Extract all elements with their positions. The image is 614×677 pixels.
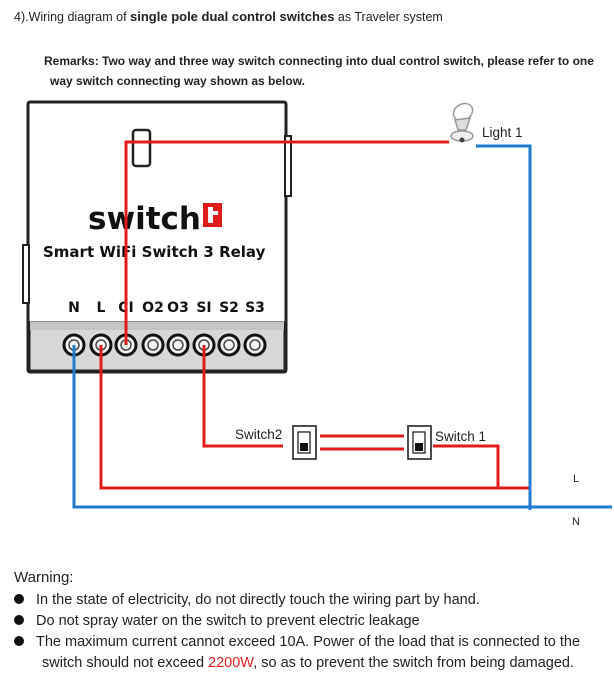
warning-item-1: In the state of electricity, do not dire… [14,590,604,611]
remarks: Remarks: Two way and three way switch co… [44,51,604,91]
wire-light-to-co [124,140,449,345]
bullet-icon [14,636,24,646]
terminal-screw-o2 [141,333,165,357]
live-wires [99,140,530,490]
warning-title: Warning: [14,569,74,586]
terminal-label-o3: O3 [167,300,189,316]
brand-logo-mark [203,203,222,227]
wire-s1-to-switch2 [202,345,283,448]
terminal-block-ridge [30,322,284,330]
line-l-label: L [573,473,579,485]
remarks-line-1: Remarks: Two way and three way switch co… [44,54,594,68]
light-label: Light 1 [482,125,523,140]
warning-text-2: Do not spray water on the switch to prev… [36,613,420,629]
switch2-label: Switch2 [235,427,282,442]
warning-text-3c: , so as to prevent the switch from being… [253,655,574,671]
device-ear-right-top [284,135,292,197]
terminal-label-l: L [97,300,106,316]
terminal-label-s3: S3 [245,300,265,316]
warning-text-3: The maximum current cannot exceed 10A. P… [36,634,581,650]
terminal-label-s2: S2 [219,300,239,316]
warning-text-3b: switch should not exceed [42,655,209,671]
switch2-icon [292,425,317,460]
device-subtitle: Smart WiFi Switch 3 Relay [43,243,266,261]
heading-prefix: 4).Wiring diagram of [14,10,131,24]
heading-bold: single pole dual control switches [130,9,335,24]
terminal-label-o2: O2 [142,300,164,316]
bullet-icon [14,615,24,625]
wire-light-neutral [476,144,532,510]
device-ear-left [22,244,30,304]
device-button [131,128,152,168]
terminal-screw-s3 [243,333,267,357]
switch1-icon [407,425,432,460]
terminal-screw-o3 [166,333,190,357]
remarks-line-2: way switch connecting way shown as below… [50,74,305,88]
terminal-screw-inner [223,339,235,351]
warning-item-2: Do not spray water on the switch to prev… [14,611,604,632]
terminal-screw-inner [172,339,184,351]
terminal-label-n: N [68,300,80,316]
warning-text-3-continuation: switch should not exceed 2200W, so as to… [14,653,604,674]
line-n-label: N [572,516,580,528]
bulb-icon [450,102,474,143]
power-limit-highlight: 2200W [208,655,254,671]
wire-l-to-line [99,345,530,490]
terminal-label-si: SI [196,300,211,316]
terminal-screw-inner [249,339,261,351]
terminal-screw-inner [147,339,159,351]
wire-n-to-line [72,345,612,509]
section-heading: 4).Wiring diagram of single pole dual co… [14,9,443,24]
wire-switch1-to-line [433,444,500,488]
brand-logo-text: switch [88,201,201,237]
heading-suffix: as Traveler system [334,10,443,24]
terminal-screw-s2 [217,333,241,357]
warning-text-1: In the state of electricity, do not dire… [36,592,480,608]
switch1-label: Switch 1 [435,429,486,444]
warning-item-3: The maximum current cannot exceed 10A. P… [14,632,604,674]
bullet-icon [14,594,24,604]
neutral-wires [72,144,612,510]
device-box [26,100,288,374]
